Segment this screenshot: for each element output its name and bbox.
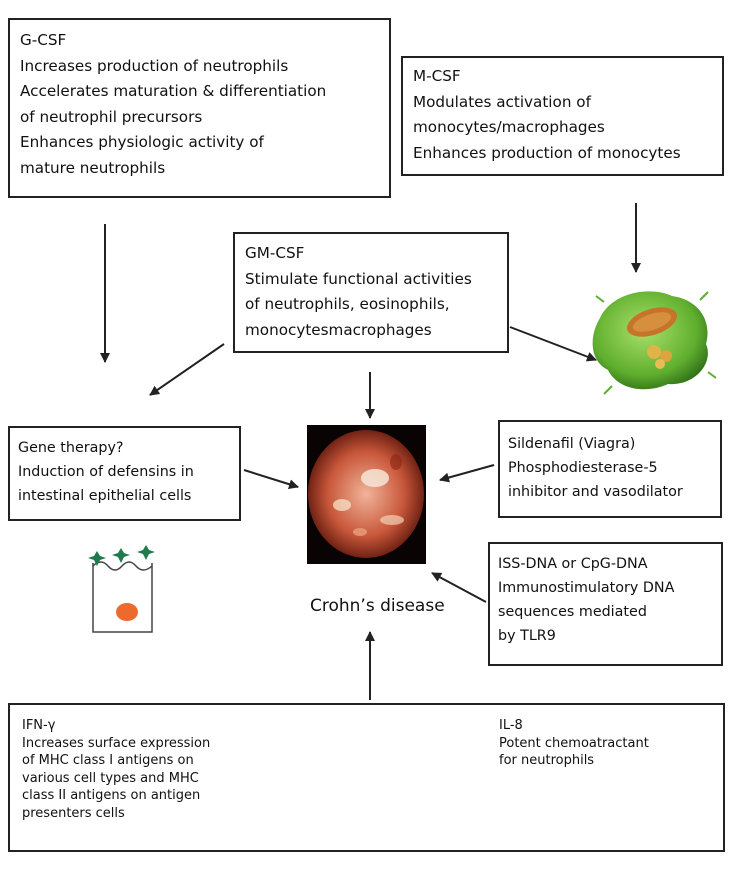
mcsf-box: M-CSF Modulates activation of monocytes/… (401, 56, 724, 176)
gmcsf-title: GM-CSF (245, 244, 305, 262)
mcsf-line-2: monocytes/macrophages (413, 118, 605, 136)
arrow-gene-to-crohn (243, 469, 299, 490)
mcsf-line-3: Enhances production of monocytes (413, 143, 681, 162)
arrow-gmcsf-to-macrophage (509, 326, 597, 362)
sildenafil-line-1: Phosphodiesterase-5 (508, 460, 658, 476)
il8-line-1: Potent chemoatractant (499, 735, 649, 751)
ifn-line-3: various cell types and MHC (22, 770, 199, 786)
ifn-line-5: presenters cells (22, 805, 125, 821)
mcsf-line-1: Modulates activation of (413, 92, 591, 111)
ifn-line-4: class II antigens on antigen (22, 788, 201, 804)
mcsf-title: M-CSF (413, 67, 461, 85)
gcsf-line-2: Accelerates maturation & differentiation (20, 82, 327, 100)
issdna-title: ISS-DNA or CpG-DNA (498, 556, 648, 572)
gcsf-line-4: Enhances physiologic activity of (20, 133, 264, 151)
macrophage-illustration (592, 291, 717, 395)
issdna-line-1: Immunostimulatory DNA (498, 580, 675, 596)
il8-title: IL-8 (499, 718, 523, 733)
endoscopy-image (307, 425, 426, 564)
gcsf-line-3: of neutrophil precursors (20, 107, 203, 126)
ifn-title: IFN-γ (22, 718, 56, 733)
il8-line-2: for neutrophils (499, 753, 595, 769)
iss-dna-box: ISS-DNA or CpG-DNA Immunostimulatory DNA… (488, 542, 723, 666)
il8-section: IL-8 Potent chemoatractant for neutrophi… (499, 717, 649, 770)
arrow-gmcsf-to-gene (149, 343, 225, 396)
gene-line-2: intestinal epithelial cells (18, 488, 192, 504)
ifn-line-1: Increases surface expression (22, 735, 211, 751)
sildenafil-line-2: inhibitor and vasodilator (508, 484, 683, 500)
arrow-sildenafil-to-crohn (439, 464, 495, 483)
issdna-line-2: sequences mediated (498, 604, 647, 620)
gmcsf-line-3: monocytesmacrophages (245, 320, 432, 339)
cytokine-box: IFN-γ Increases surface expression of MH… (8, 703, 725, 852)
arrow-issdna-to-crohn (431, 572, 487, 603)
gene-title: Gene therapy? (18, 440, 124, 456)
crohns-disease-label: Crohn’s disease (310, 596, 445, 616)
gcsf-line-1: Increases production of neutrophils (20, 56, 289, 75)
gcsf-title: G-CSF (20, 31, 67, 49)
gene-line-1: Induction of defensins in (18, 464, 194, 480)
gene-therapy-box: Gene therapy? Induction of defensins in … (8, 426, 241, 521)
epithelial-cell-illustration (88, 545, 155, 633)
ifn-gamma-section: IFN-γ Increases surface expression of MH… (22, 717, 210, 823)
gmcsf-box: GM-CSF Stimulate functional activities o… (233, 232, 509, 353)
gmcsf-line-2: of neutrophils, eosinophils, (245, 295, 450, 313)
sildenafil-box: Sildenafil (Viagra) Phosphodiesterase-5 … (498, 420, 722, 518)
gmcsf-line-1: Stimulate functional activities (245, 269, 472, 288)
gcsf-box: G-CSF Increases production of neutrophil… (8, 18, 391, 198)
ifn-line-2: of MHC class I antigens on (22, 753, 194, 769)
sildenafil-title: Sildenafil (Viagra) (508, 436, 636, 452)
issdna-line-3: by TLR9 (498, 628, 556, 644)
gcsf-line-5: mature neutrophils (20, 158, 166, 177)
